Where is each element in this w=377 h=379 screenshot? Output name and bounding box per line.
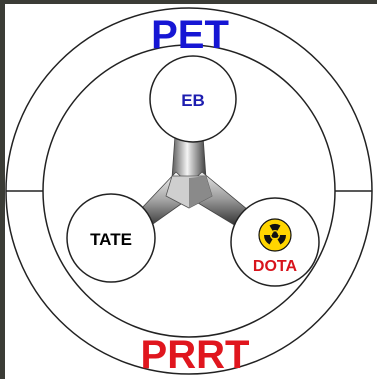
label-eb: EB — [181, 91, 205, 110]
label-dota: DOTA — [253, 258, 298, 275]
label-tate: TATE — [90, 230, 132, 249]
label-prrt: PRRT — [141, 333, 250, 377]
tri-arm-connector — [139, 121, 249, 227]
node-eb — [149, 55, 237, 143]
node-tate — [66, 193, 156, 283]
radiation-icon — [258, 218, 292, 252]
label-pet: PET — [151, 13, 229, 57]
